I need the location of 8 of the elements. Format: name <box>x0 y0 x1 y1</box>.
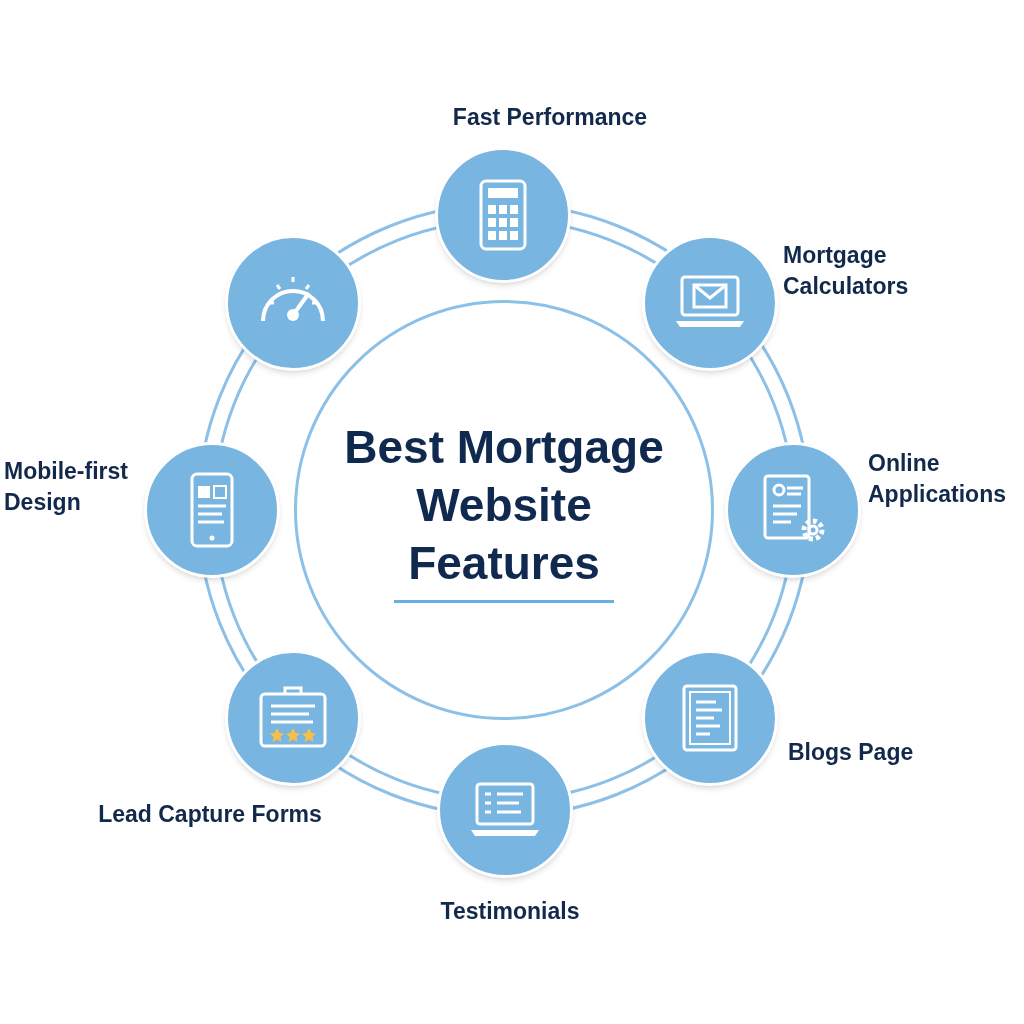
center-title: Best Mortgage Website Features <box>343 419 665 591</box>
feature-label: Blogs Page <box>788 738 915 767</box>
feature-label: Online Applications <box>868 449 1007 509</box>
feature-label: Lead Capture Forms <box>97 800 323 829</box>
feature-label: Mobile-first Design <box>4 457 129 517</box>
feature-label: Testimonials <box>439 897 581 926</box>
feature-label: Mortgage Calculators <box>783 241 910 301</box>
feature-label: Fast Performance <box>451 103 649 132</box>
